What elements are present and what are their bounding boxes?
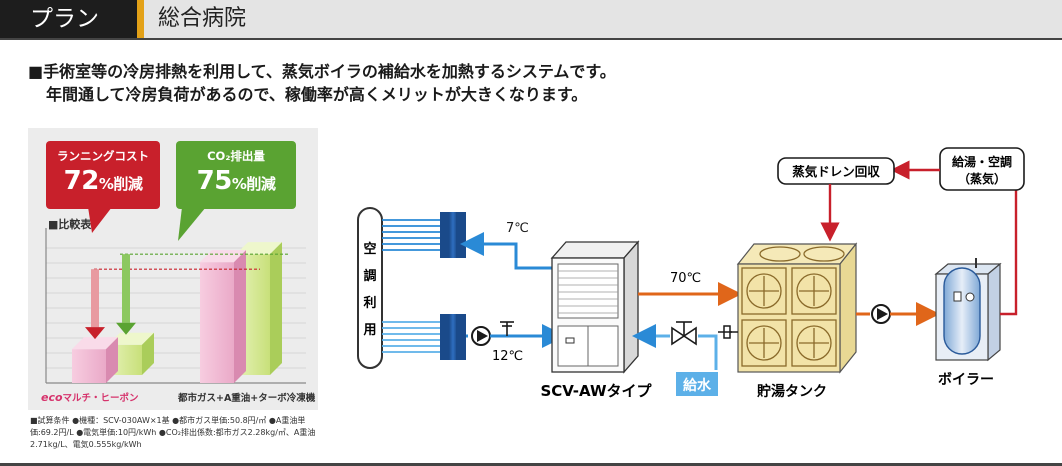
bar-side-running-cost-1: [234, 250, 246, 383]
category-label-comparison: 都市ガス+A重油+ターボ冷凍機: [177, 392, 316, 404]
heat-exchanger-top: [440, 212, 466, 258]
callout-red-tail: [88, 207, 112, 233]
bar-side-co2-1: [270, 242, 282, 375]
callout-green-tail: [178, 207, 206, 241]
bar-side-co2-0: [142, 332, 154, 375]
return-pump-triangle: [477, 330, 488, 342]
reduction-arrow-shaft-running-cost: [91, 269, 99, 328]
category-label-eco: ecoマルチ・ヒーポン: [41, 391, 139, 404]
temp-return-label: 12℃: [492, 349, 523, 364]
bar-top-running-cost-1: [200, 250, 246, 263]
callout-co2: CO₂排出量 75%削減: [176, 141, 296, 209]
chart-axis-title: ■比較表: [48, 217, 92, 231]
bar-top-running-cost-0: [72, 337, 118, 350]
ac-char-2: 調: [363, 268, 376, 284]
feed-water-badge: [676, 372, 718, 396]
return-strainer-icon: [500, 321, 514, 336]
bar-running-cost-1: [200, 262, 234, 383]
lead-text: ■手術室等の冷房排熱を利用して、蒸気ボイラの補給水を加熱するシステムです。 年間…: [28, 60, 616, 106]
temp-hot-label: 70℃: [670, 271, 701, 286]
brand-prefix: eco: [41, 391, 63, 404]
lead-line-2: 年間通して冷房負荷があるので、稼働率が高くメリットが大きくなります。: [46, 85, 588, 104]
feed-water-pipe: [698, 334, 718, 370]
callout-running-cost: ランニングコスト 72%削減: [46, 141, 160, 209]
feed-water-label: 給水: [683, 377, 712, 394]
storage-tank: [718, 242, 858, 374]
air-conditioning-node: 空 調 利 用: [357, 207, 383, 369]
callout-running-cost-label: ランニングコスト: [57, 149, 149, 163]
supply-lines: [382, 219, 442, 251]
header-accent: [137, 0, 144, 38]
unit-name-label: SCV-AWタイプ: [540, 382, 652, 400]
tank-name-label: 貯湯タンク: [757, 383, 827, 400]
plan-tag: プラン: [0, 0, 137, 38]
comparison-chart: ■比較表 ecoマルチ・ヒーポン 都市ガス+A重油+ターボ冷凍機: [41, 217, 316, 404]
calculation-footnote: ■試算条件 ●機種：SCV-030AW×1基 ●都市ガス単価:50.8円/㎥ ●…: [30, 416, 316, 449]
header-bar: プラン 総合病院: [0, 0, 1062, 38]
drain-recovery-box: [777, 157, 895, 185]
ac-char-4: 用: [362, 323, 376, 338]
feed-water-valve: [671, 321, 697, 346]
boiler: [934, 258, 1002, 362]
bar-running-cost-0: [72, 349, 106, 383]
page-title: 総合病院: [158, 6, 247, 31]
steam-supply-line2: （蒸気）: [958, 171, 1006, 186]
co2-unit: %削減: [231, 175, 276, 193]
chart-marks: [72, 242, 290, 383]
page-bottom-rule: [0, 463, 1062, 466]
co2-number: 75: [196, 166, 233, 196]
scv-aw-unit: [550, 240, 640, 374]
brand-suffix: マルチ・ヒーポン: [63, 392, 139, 404]
steam-supply-line1: 給湯・空調: [952, 154, 1012, 169]
return-lines: [382, 321, 442, 353]
header-rule: [0, 38, 1062, 40]
temp-supply-label: 7℃: [506, 221, 529, 236]
reduction-arrow-head-co2: [116, 322, 136, 335]
running-cost-number: 72: [63, 166, 100, 196]
callout-co2-value: 75%削減: [176, 166, 296, 196]
callout-running-cost-value: 72%削減: [46, 166, 160, 196]
ac-char-3: 利: [363, 295, 376, 311]
heat-exchanger-bottom: [440, 314, 466, 360]
ac-char-1: 空: [363, 241, 376, 257]
boiler-pump-triangle: [877, 308, 888, 320]
bar-top-co2-1: [236, 242, 282, 255]
chilled-water-pipe: [460, 232, 554, 270]
system-diagram: 空 調 利 用 7℃ 12℃: [357, 147, 1025, 400]
running-cost-unit: %削減: [98, 175, 143, 193]
reduction-arrow-shaft-co2: [122, 254, 130, 323]
reduction-arrow-head-running-cost: [85, 327, 105, 340]
lead-line-1: ■手術室等の冷房排熱を利用して、蒸気ボイラの補給水を加熱するシステムです。: [28, 62, 616, 81]
callout-co2-label: CO₂排出量: [207, 149, 265, 163]
bar-side-running-cost-0: [106, 337, 118, 383]
boiler-name-label: ボイラー: [938, 372, 994, 388]
bar-top-co2-0: [108, 332, 154, 345]
drain-recovery-label: 蒸気ドレン回収: [792, 164, 880, 179]
